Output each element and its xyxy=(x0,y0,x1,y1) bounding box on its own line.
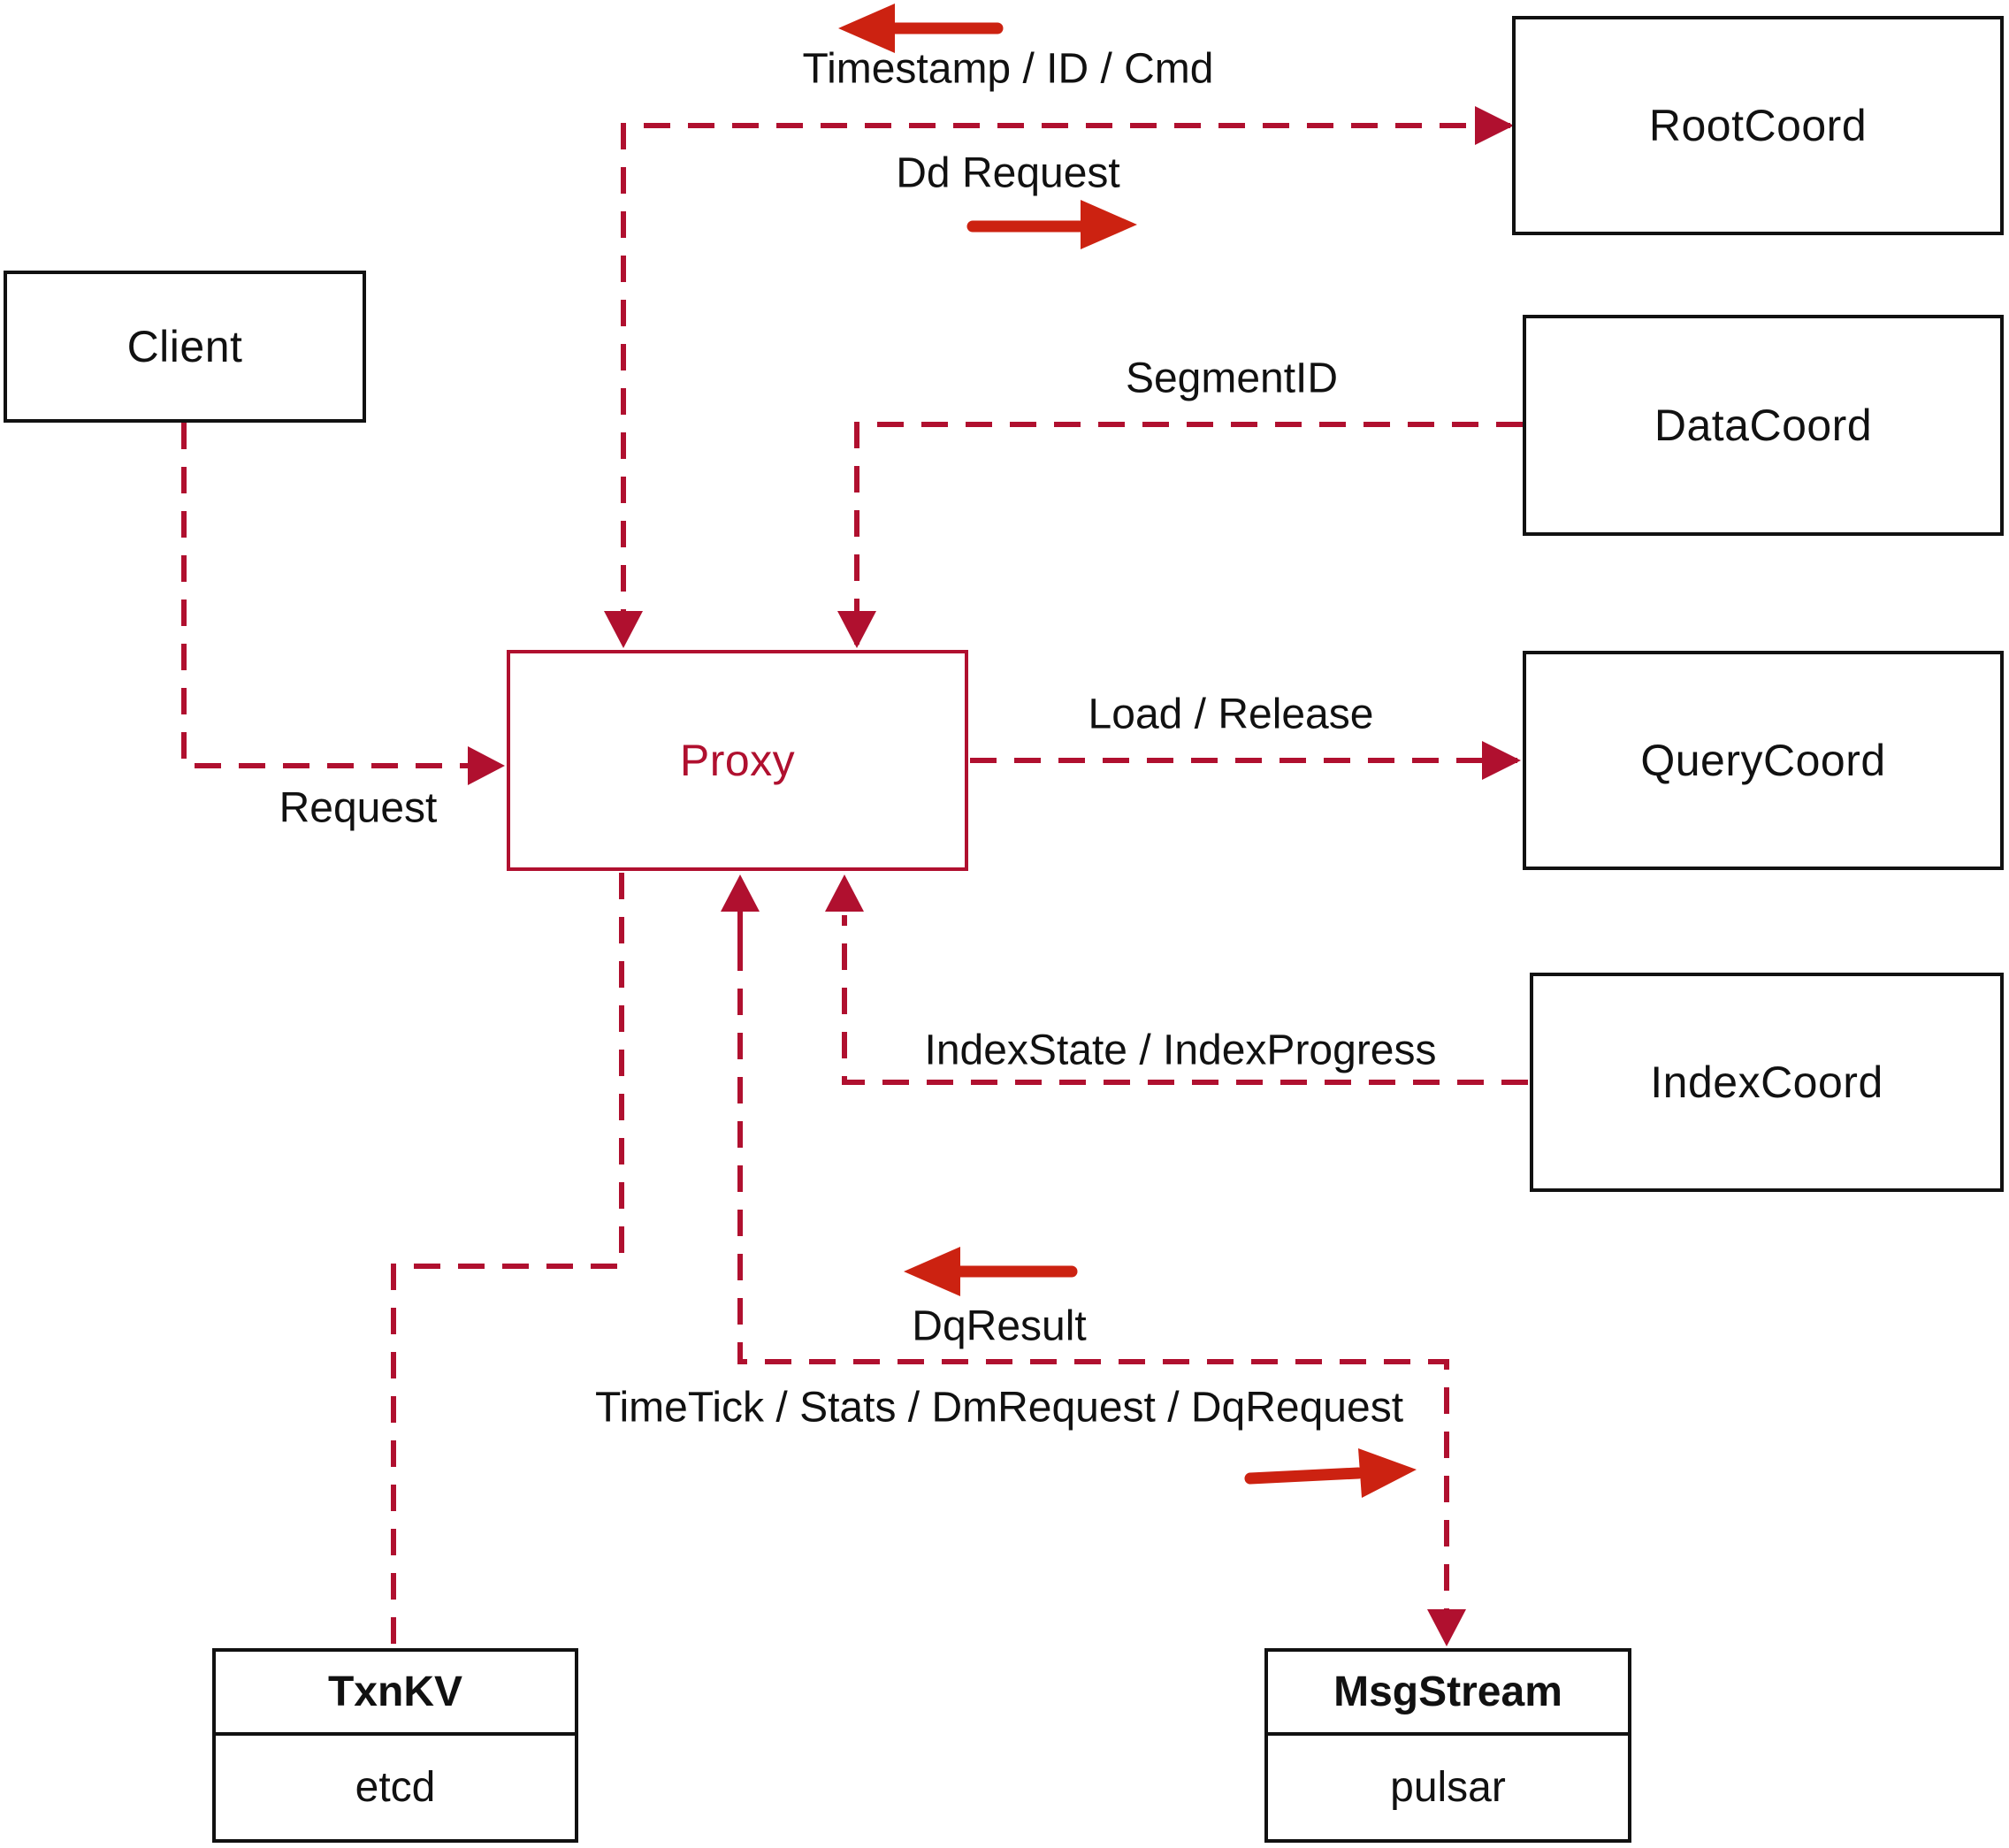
arrowhead-into-rootcoord xyxy=(1475,106,1514,145)
node-datacoord: DataCoord xyxy=(1523,315,2004,536)
edge-label-load-release: Load / Release xyxy=(1088,691,1374,738)
edge-indexcoord-proxy xyxy=(842,915,1528,1085)
node-proxy-label: Proxy xyxy=(679,736,796,785)
node-client: Client xyxy=(4,271,366,423)
node-querycoord: QueryCoord xyxy=(1523,651,2004,870)
edge-label-dq-result: DqResult xyxy=(912,1302,1087,1350)
edge-label-timestamp-id-cmd: Timestamp / ID / Cmd xyxy=(802,45,1214,93)
node-msgstream-impl: pulsar xyxy=(1390,1764,1506,1811)
arrowhead-indexline-into-proxy xyxy=(825,874,864,912)
node-querycoord-label: QueryCoord xyxy=(1640,736,1886,785)
node-proxy: Proxy xyxy=(507,650,968,871)
node-client-label: Client xyxy=(126,322,243,371)
edge-proxy-txnkv xyxy=(391,873,624,1646)
arrowhead-into-msgstream xyxy=(1427,1609,1466,1646)
node-indexcoord-label: IndexCoord xyxy=(1650,1058,1883,1107)
node-datacoord-label: DataCoord xyxy=(1654,401,1873,450)
node-msgstream: MsgStream pulsar xyxy=(1264,1648,1631,1843)
edge-label-dd-request: Dd Request xyxy=(896,149,1120,197)
arrowhead-msgline-into-proxy xyxy=(721,874,760,912)
direction-arrow-dq-result-left xyxy=(904,1247,1078,1296)
arrowhead-into-proxy-left xyxy=(468,746,505,785)
edge-proxy-msgstream xyxy=(737,944,1449,1643)
arrowhead-rootline-into-proxy xyxy=(604,611,643,648)
node-rootcoord-label: RootCoord xyxy=(1648,101,1868,150)
node-txnkv: TxnKV etcd xyxy=(212,1648,578,1843)
node-txnkv-impl: etcd xyxy=(355,1764,436,1811)
edge-datacoord-proxy xyxy=(854,422,1523,645)
arrowhead-dataline-into-proxy xyxy=(837,611,876,648)
direction-arrow-dq-request-right xyxy=(1244,1448,1417,1498)
node-txnkv-title: TxnKV xyxy=(216,1652,575,1736)
arrowhead-into-querycoord xyxy=(1482,741,1521,780)
edge-label-index-state-progress: IndexState / IndexProgress xyxy=(924,1027,1437,1074)
direction-arrow-dd-request-right xyxy=(966,200,1137,249)
edge-label-timetick-stats: TimeTick / Stats / DmRequest / DqRequest xyxy=(594,1384,1404,1432)
edge-proxy-rootcoord xyxy=(621,123,1510,645)
edge-label-segment-id: SegmentID xyxy=(1125,355,1339,402)
edge-label-request: Request xyxy=(279,784,438,832)
edge-client-proxy xyxy=(181,423,501,768)
node-msgstream-title: MsgStream xyxy=(1268,1652,1628,1736)
direction-arrow-timestamp-left xyxy=(838,4,1004,53)
node-rootcoord: RootCoord xyxy=(1512,16,2004,235)
node-indexcoord: IndexCoord xyxy=(1530,973,2004,1192)
